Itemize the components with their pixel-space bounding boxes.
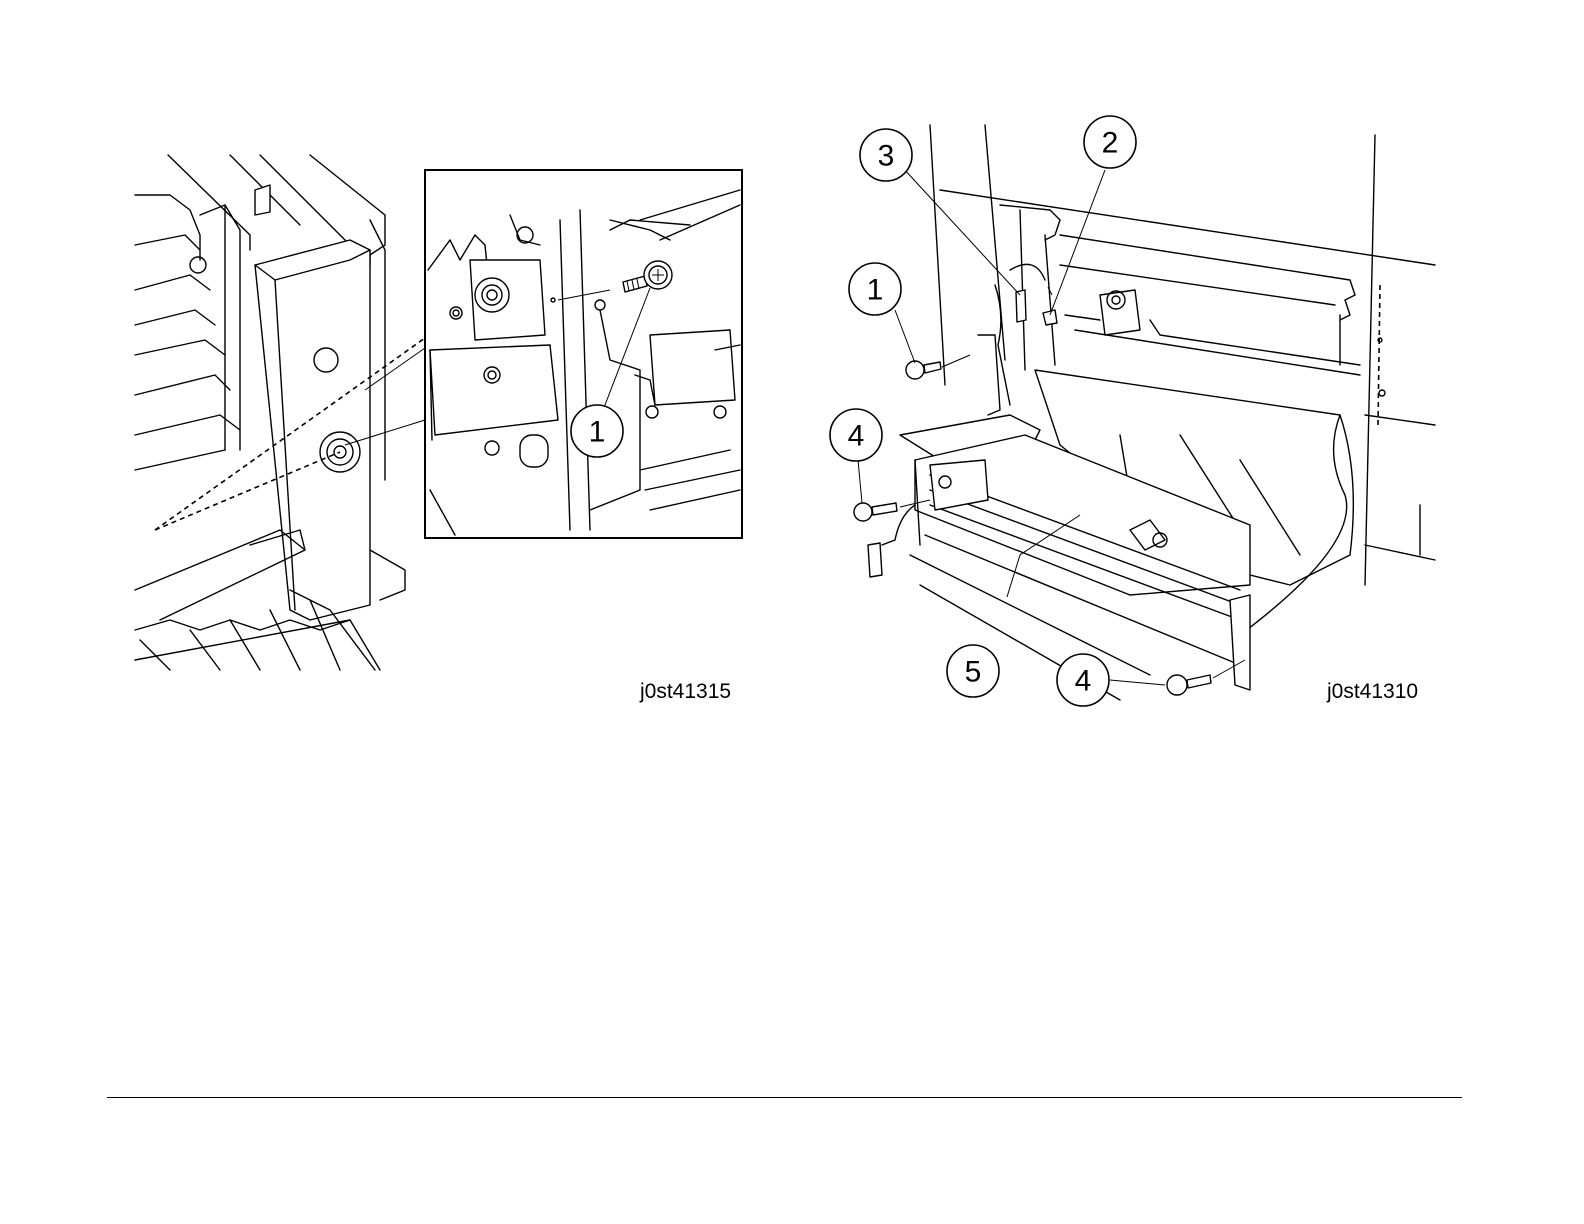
callout-4-left-label: 4 [848,420,865,453]
figure-right: 3 2 1 4 5 4 [820,115,1460,715]
callout-1: 1 [849,263,901,315]
callout-5-label: 5 [965,656,982,689]
callout-1-label: 1 [867,274,884,307]
machine-frame-right [854,125,1435,700]
machine-frame-left [135,155,405,670]
figure-id-right: j0st41310 [1327,680,1418,704]
callout-4-bottom: 4 [1057,654,1109,706]
figure-left: 1 [130,150,750,710]
screw-icon [906,355,970,379]
callout-4-bottom-label: 4 [1075,665,1092,698]
footer-rule [107,1097,1462,1098]
figure-id-left: j0st41315 [640,680,731,704]
callout-1: 1 [571,405,623,457]
callout-5: 5 [947,645,999,697]
figure-right-drawing: 3 2 1 4 5 4 [820,115,1460,715]
figure-left-drawing: 1 [130,150,750,710]
callout-2-label: 2 [1102,127,1119,160]
detail-inset [425,170,742,538]
callout-3-label: 3 [878,140,895,173]
callout-2: 2 [1084,116,1136,168]
callout-4-left: 4 [830,409,882,461]
callout-1-label: 1 [589,416,606,449]
callout-3: 3 [860,129,912,181]
